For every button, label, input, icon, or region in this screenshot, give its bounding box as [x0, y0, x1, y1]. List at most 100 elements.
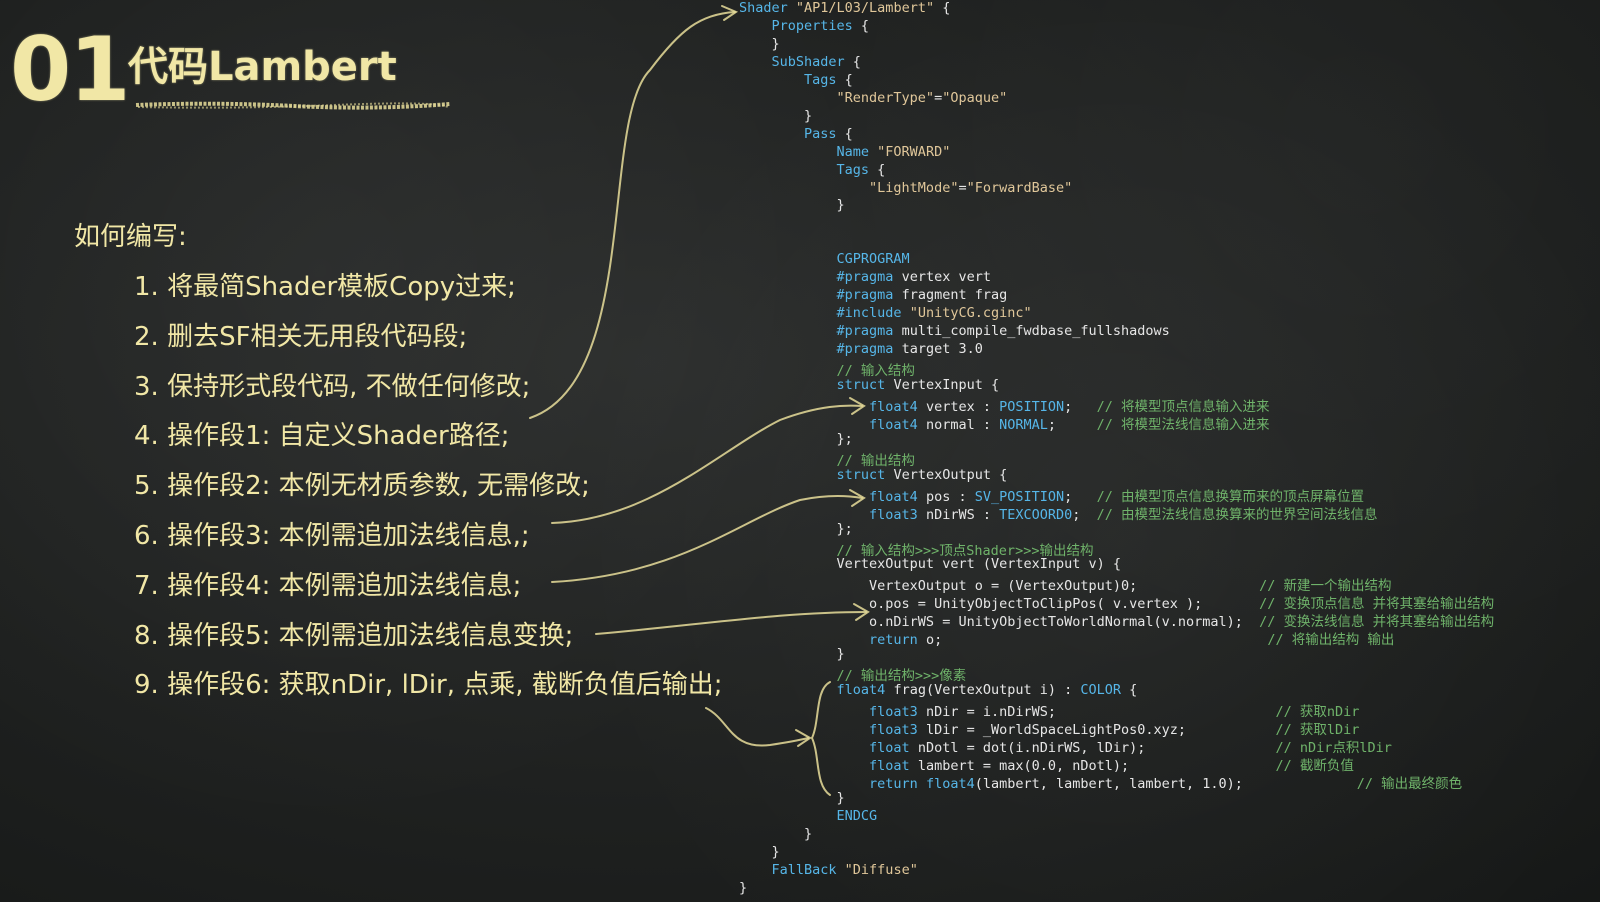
code-line: // 输出结构	[739, 449, 915, 469]
code-token: float4	[917, 775, 975, 792]
code-line: Name "FORWARD"	[739, 143, 951, 160]
code-line: Shader "AP1/L03/Lambert" {	[739, 0, 950, 16]
code-line: }	[739, 790, 845, 806]
step-item: 6. 操作段3: 本例需追加法线信息,;	[134, 521, 530, 551]
code-token: =	[958, 179, 967, 196]
code-line: float4 frag(VertexOutput i) : COLOR {	[739, 682, 1138, 699]
step-item: 4. 操作段1: 自定义Shader路径;	[134, 421, 510, 452]
code-token: {	[844, 53, 861, 70]
code-token: return	[739, 632, 918, 649]
code-line: // 输出结构>>>像素	[739, 664, 967, 685]
code-line: float3 nDirWS : TEXCOORD0; // 由模型法线信息换算来…	[739, 503, 1378, 523]
code-token: };	[739, 430, 853, 447]
code-line: "LightMode"="ForwardBase"	[739, 180, 1072, 196]
code-line: };	[739, 431, 853, 447]
code-line: VertexOutput vert (VertexInput v) {	[739, 556, 1121, 572]
code-token: (lambert, lambert, lambert, 1.0);	[974, 775, 1357, 792]
code-line: #include "UnityCG.cginc"	[739, 305, 1032, 321]
code-token: float4	[739, 682, 886, 699]
code-token: nDotl = dot(i.nDirWS, lDir);	[909, 739, 1276, 756]
frag-brace	[810, 681, 831, 796]
code-token: // 输出结构	[739, 452, 915, 469]
code-token: ENDCG	[739, 807, 878, 824]
code-token: fragment frag	[893, 287, 1008, 304]
code-token: {	[852, 17, 870, 34]
step-item: 1. 将最简Shader模板Copy过来;	[134, 272, 516, 302]
code-token: float3	[739, 704, 918, 721]
code-token: float3	[739, 722, 918, 738]
arrow-step8	[595, 611, 867, 635]
code-line: }	[739, 646, 845, 662]
code-line: SubShader {	[739, 54, 861, 70]
code-token: float4	[739, 398, 918, 415]
code-token: Properties	[739, 17, 853, 34]
code-token: // 获取lDir	[1275, 722, 1360, 738]
code-token: Shader	[739, 0, 796, 16]
code-line: };	[739, 521, 853, 537]
code-line: "RenderType"="Opaque"	[739, 89, 1008, 106]
code-line: }	[739, 197, 845, 213]
arrow-step9	[705, 707, 809, 747]
code-token: }	[739, 646, 845, 663]
code-token: float	[739, 739, 910, 756]
code-line: o.pos = UnityObjectToClipPos( v.vertex )…	[739, 592, 1494, 612]
code-token: }	[739, 843, 780, 860]
code-token: // 输出结构>>>像素	[739, 668, 967, 685]
code-token: "Opaque"	[942, 89, 1008, 106]
code-token: // 新建一个输出结构	[1259, 578, 1392, 595]
code-line: float4 normal : NORMAL; // 将模型法线信息输入进来	[739, 413, 1270, 433]
section-title: 代码Lambert	[128, 44, 397, 90]
step-item: 8. 操作段5: 本例需追加法线信息变换;	[134, 620, 574, 651]
code-line: return float4(lambert, lambert, lambert,…	[739, 772, 1462, 792]
step-item: 7. 操作段4: 本例需追加法线信息;	[134, 570, 522, 601]
code-token: // 将输出结构 输出	[1267, 632, 1395, 649]
code-token: // 由模型法线信息换算来的世界空间法线信息	[1096, 506, 1378, 523]
arrow-step7	[551, 495, 863, 583]
code-line: float lambert = max(0.0, nDotl); // 截断负值	[739, 754, 1354, 774]
code-token: // 将模型顶点信息输入进来	[1096, 398, 1270, 415]
arrow-step9-head	[795, 729, 812, 747]
code-token: "RenderType"	[739, 89, 935, 106]
code-token: "FORWARD"	[877, 143, 951, 160]
code-token: }	[739, 35, 780, 52]
code-token: ;	[1064, 398, 1097, 415]
code-token: #pragma	[739, 323, 894, 340]
code-token: // 获取nDir	[1275, 704, 1360, 721]
code-line: FallBack "Diffuse"	[739, 862, 918, 878]
code-token: Tags	[739, 161, 870, 178]
code-token: Name	[739, 143, 878, 160]
code-token: o.pos = UnityObjectToClipPos( v.vertex )…	[739, 596, 1260, 613]
code-token: normal :	[917, 416, 1000, 433]
code-token: {	[869, 161, 886, 178]
step-item: 3. 保持形式段代码, 不做任何修改;	[134, 371, 531, 402]
code-line: #pragma multi_compile_fwdbase_fullshadow…	[739, 323, 1170, 339]
code-line: Properties {	[739, 17, 870, 34]
code-token: o.nDirWS = UnityObjectToWorldNormal(v.no…	[739, 614, 1260, 631]
code-token: // 将模型法线信息输入进来	[1096, 416, 1270, 433]
code-line: #pragma target 3.0	[739, 341, 983, 357]
code-token: // 输出最终颜色	[1356, 775, 1463, 792]
code-token: float3	[739, 506, 918, 523]
code-token: // 由模型顶点信息换算而来的顶点屏幕位置	[1096, 488, 1365, 505]
code-token: "ForwardBase"	[966, 179, 1073, 196]
arrow-step6-head	[849, 397, 866, 415]
code-line: Pass {	[739, 126, 853, 142]
code-token: // 输入结构>>>顶点Shader>>>输出结构	[739, 542, 1094, 559]
code-token: "Diffuse"	[844, 861, 918, 878]
code-token: VertexInput {	[885, 376, 1000, 393]
code-line: struct VertexInput {	[739, 376, 1000, 393]
code-token: CGPROGRAM	[739, 251, 910, 268]
code-token: POSITION	[999, 398, 1065, 415]
code-token: o;	[917, 632, 1268, 649]
code-token: float4	[739, 416, 918, 433]
code-token: VertexOutput {	[885, 466, 1008, 483]
code-line: return o; // 将输出结构 输出	[739, 628, 1394, 648]
chalk-underline	[135, 101, 451, 110]
code-token: "AP1/L03/Lambert"	[795, 0, 935, 16]
code-line: }	[739, 826, 812, 842]
code-token: SubShader	[739, 53, 845, 70]
code-token: }	[739, 879, 748, 896]
arrow-step6	[551, 404, 863, 524]
code-token: }	[739, 107, 813, 124]
